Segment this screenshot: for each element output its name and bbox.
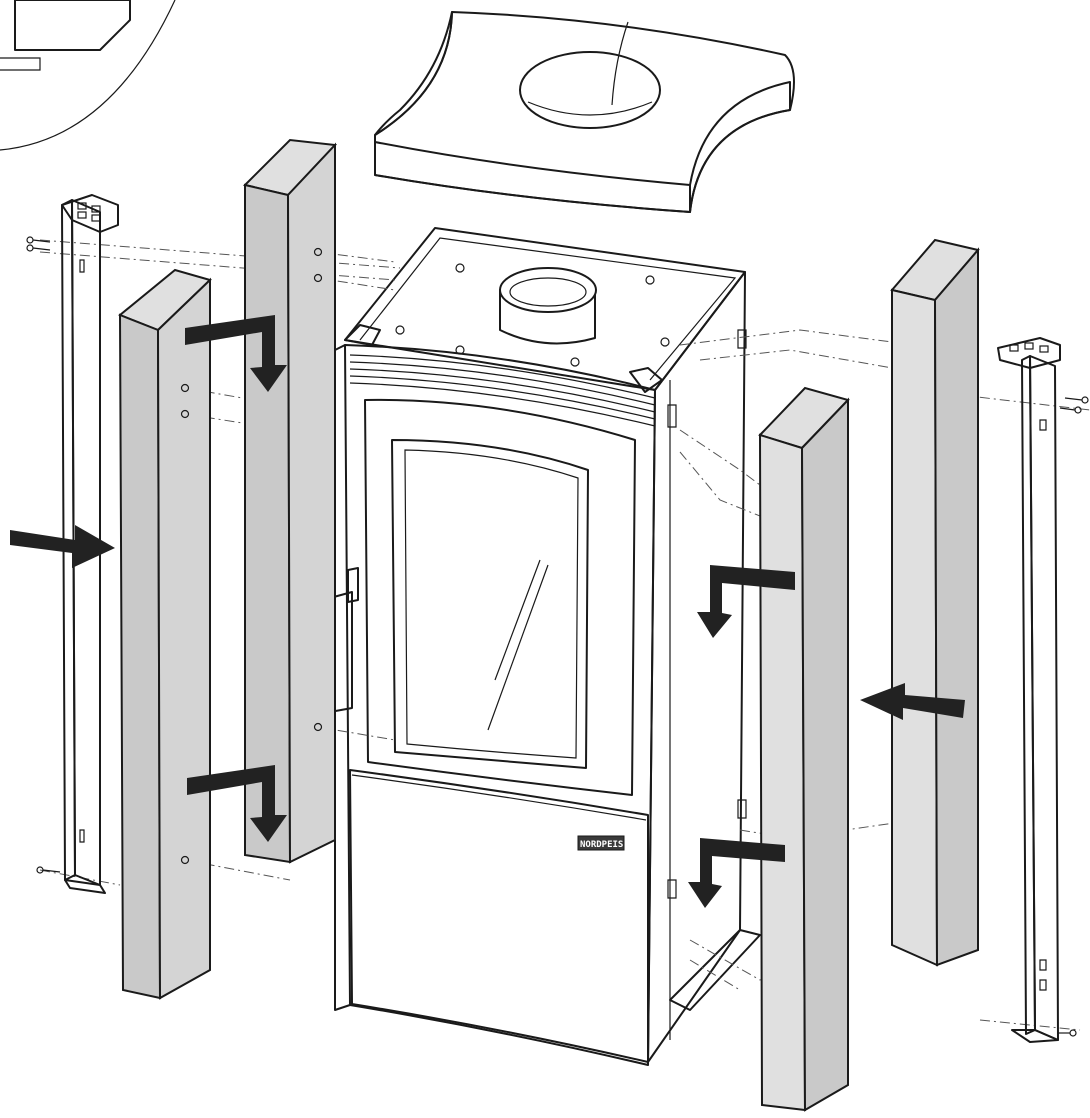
side-tile-back-right	[890, 238, 980, 967]
side-tile-back-left	[243, 138, 338, 864]
direction-arrow-icon	[185, 315, 287, 392]
top-cover-stone	[374, 11, 795, 213]
direction-arrow-icon	[10, 525, 115, 568]
screw-icon	[1058, 396, 1089, 1037]
stove-body: NORDPEIS	[329, 227, 761, 1066]
right-bracket-rail	[997, 337, 1089, 1043]
direction-arrow-icon	[688, 838, 785, 908]
direction-arrow-icon	[860, 683, 965, 720]
detail-inset	[0, 0, 176, 151]
side-tile-front-left	[118, 268, 212, 1000]
direction-arrow-icon	[187, 765, 287, 842]
direction-arrows	[10, 315, 965, 908]
brand-label: NORDPEIS	[580, 840, 623, 850]
screw-icon	[26, 236, 61, 874]
direction-arrow-icon	[697, 565, 795, 638]
brand-plate	[577, 835, 625, 851]
side-tile-front-right	[758, 386, 850, 1112]
left-bracket-rail	[26, 194, 119, 894]
